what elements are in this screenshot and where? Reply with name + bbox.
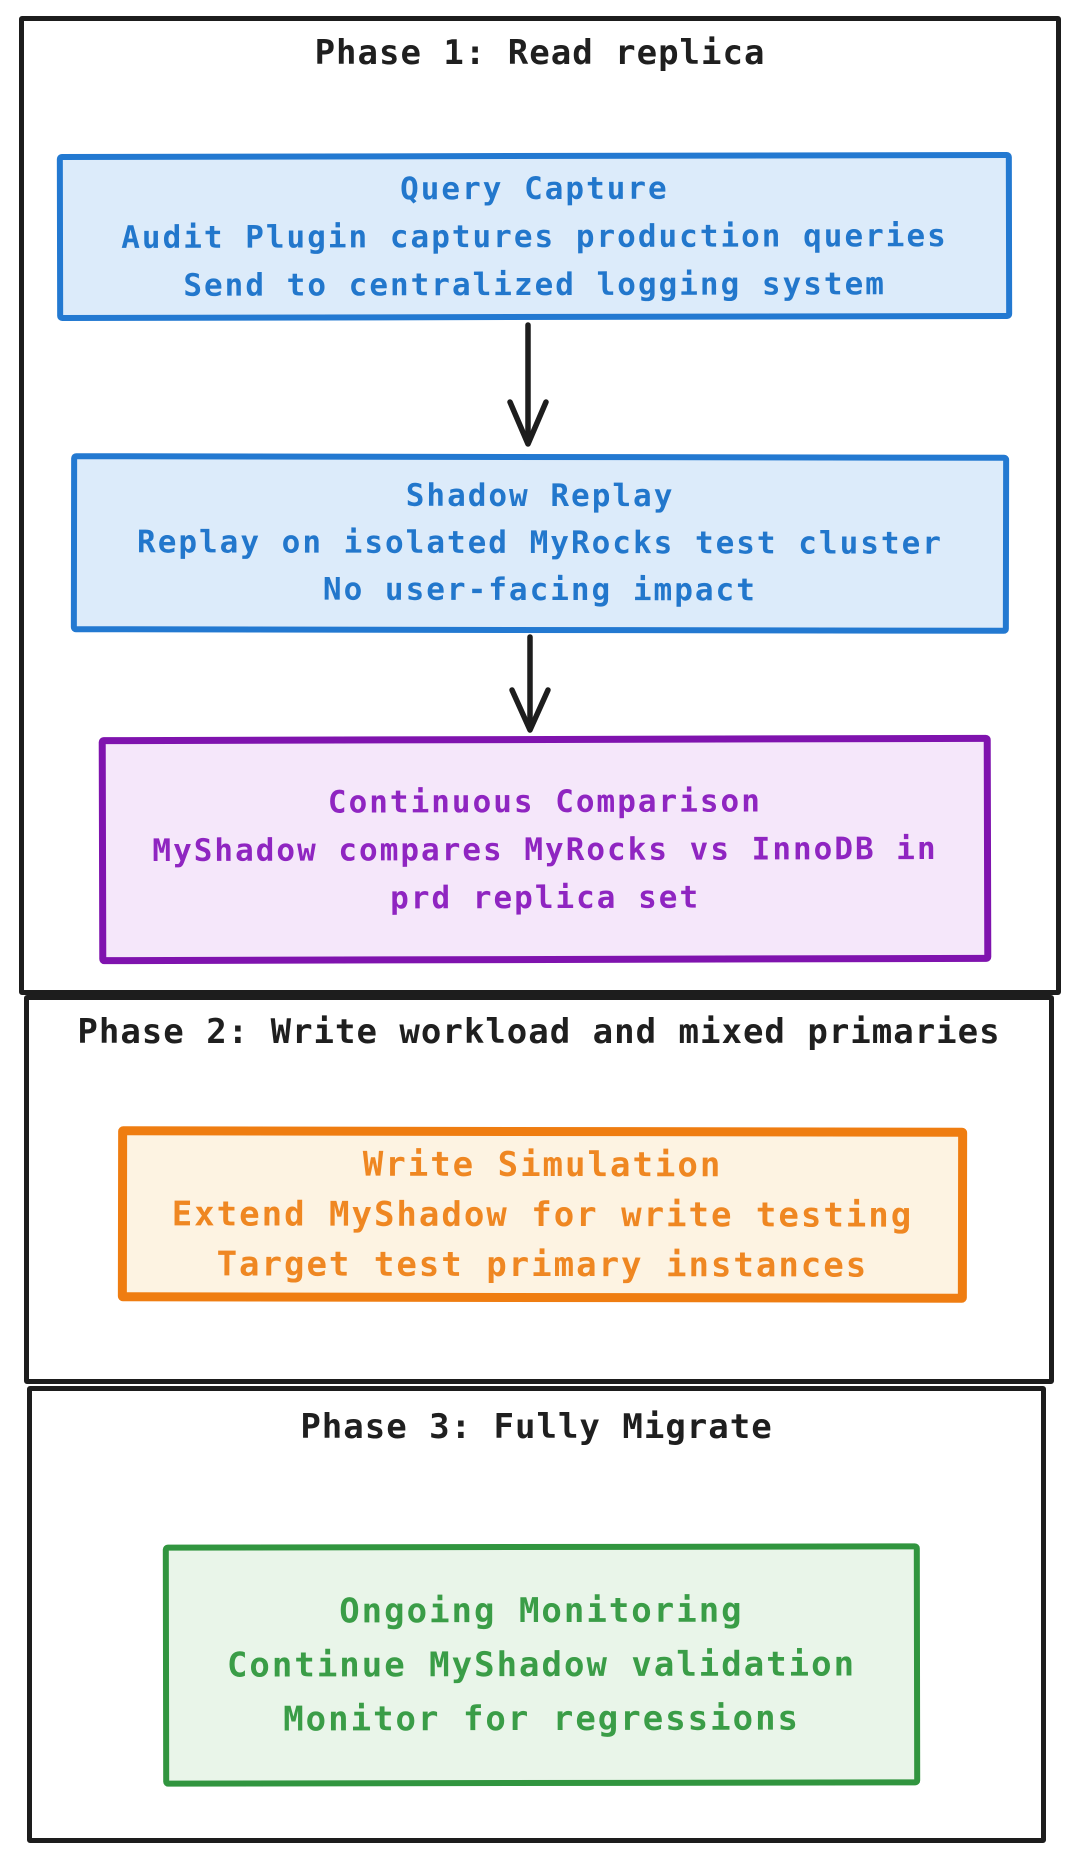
node-query-capture-line: Send to centralized logging system: [183, 265, 886, 304]
node-continuous-comparison-title: Continuous Comparison: [327, 782, 762, 821]
node-ongoing-monitoring: Ongoing Monitoring Continue MyShadow val…: [162, 1543, 921, 1787]
arrow-down-icon: [507, 322, 549, 447]
node-query-capture: Query Capture Audit Plugin captures prod…: [56, 152, 1013, 321]
node-shadow-replay: Shadow Replay Replay on isolated MyRocks…: [70, 453, 1010, 634]
phase-1-title: Phase 1: Read replica: [314, 33, 766, 73]
node-continuous-comparison-line: prd replica set: [390, 879, 701, 916]
node-continuous-comparison: Continuous Comparison MyShadow compares …: [98, 734, 992, 965]
node-shadow-replay-title: Shadow Replay: [405, 477, 675, 515]
node-write-simulation-line: Target test primary instances: [216, 1243, 869, 1286]
node-write-simulation-line: Extend MyShadow for write testing: [171, 1193, 914, 1236]
node-query-capture-line: Audit Plugin captures production queries: [121, 217, 948, 256]
node-write-simulation-title: Write Simulation: [362, 1144, 723, 1185]
node-ongoing-monitoring-line: Continue MyShadow validation: [226, 1644, 857, 1686]
node-shadow-replay-line: No user-facing impact: [322, 571, 757, 609]
phase-3-title: Phase 3: Fully Migrate: [300, 1407, 773, 1447]
node-query-capture-title: Query Capture: [400, 170, 669, 207]
node-ongoing-monitoring-title: Ongoing Monitoring: [339, 1590, 744, 1632]
phase-3-frame: Phase 3: Fully Migrate: [27, 1386, 1046, 1843]
node-continuous-comparison-line: MyShadow compares MyRocks vs InnoDB in: [152, 830, 938, 869]
arrow-down-icon: [509, 634, 551, 733]
phase-2-title: Phase 2: Write workload and mixed primar…: [77, 1012, 1001, 1052]
node-write-simulation: Write Simulation Extend MyShadow for wri…: [117, 1126, 968, 1303]
phase-2-frame: Phase 2: Write workload and mixed primar…: [24, 995, 1054, 1384]
node-ongoing-monitoring-line: Monitor for regressions: [283, 1698, 801, 1740]
node-shadow-replay-line: Replay on isolated MyRocks test cluster: [137, 524, 943, 562]
phase-1-frame: Phase 1: Read replica: [19, 16, 1061, 995]
